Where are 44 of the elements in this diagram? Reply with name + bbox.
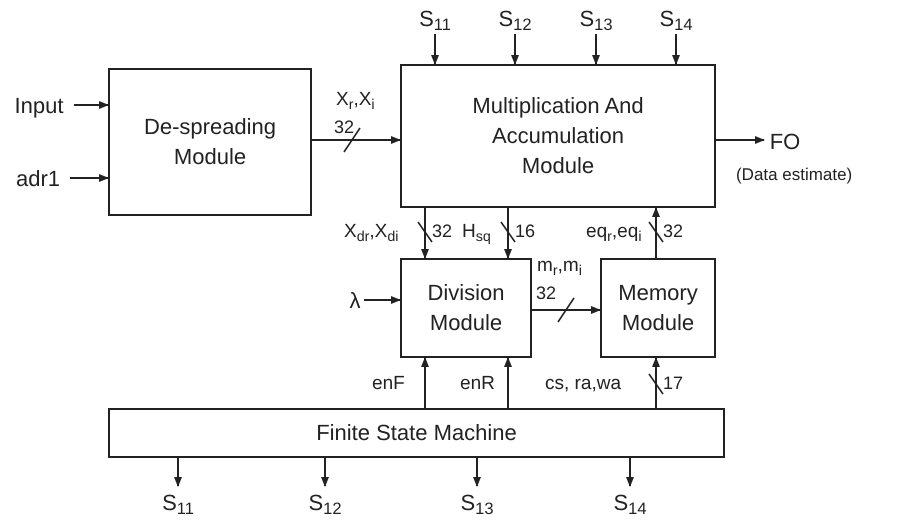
arrow bbox=[321, 458, 329, 487]
input-label: adr1 bbox=[6, 163, 70, 193]
arrow bbox=[532, 306, 601, 314]
arrow bbox=[504, 357, 512, 408]
arrow bbox=[421, 357, 429, 408]
module-box: Multiplication And Accumulation Module bbox=[400, 64, 716, 208]
output-label: FO bbox=[764, 126, 806, 156]
arrow bbox=[652, 357, 660, 408]
arrow bbox=[592, 34, 600, 65]
signal-label: S$_{14}$ bbox=[660, 2, 692, 34]
signal-label: S$_{14}$ bbox=[614, 486, 646, 518]
bus-width-label: 32 bbox=[536, 282, 556, 304]
signal-label: S$_{12}$ bbox=[499, 2, 531, 34]
arrow bbox=[652, 207, 660, 258]
input-label: Input bbox=[4, 90, 74, 120]
arrow bbox=[672, 34, 680, 65]
arrow bbox=[70, 174, 109, 182]
arrow bbox=[716, 136, 765, 144]
arrow bbox=[431, 34, 439, 65]
signal-label: S$_{11}$ bbox=[419, 2, 451, 34]
arrow bbox=[312, 136, 401, 144]
arrow bbox=[626, 458, 634, 487]
arrow bbox=[174, 458, 182, 487]
module-box: Memory Module bbox=[600, 258, 716, 358]
signal-label: S$_{13}$ bbox=[461, 486, 493, 518]
arrow bbox=[421, 208, 429, 259]
bus-width-label: 17 bbox=[663, 372, 684, 394]
arrow bbox=[511, 34, 519, 65]
arrow bbox=[473, 458, 481, 487]
bus-width-label: 32 bbox=[663, 220, 684, 242]
signal-label: S$_{13}$ bbox=[580, 2, 612, 34]
bus-width-label: 16 bbox=[515, 220, 536, 242]
state-machine-box: Finite State Machine bbox=[108, 408, 725, 458]
signal-label: S$_{11}$ bbox=[162, 486, 194, 518]
signal-label: S$_{12}$ bbox=[309, 486, 341, 518]
module-box: Division Module bbox=[400, 258, 532, 358]
input-label: λ bbox=[346, 286, 364, 314]
node-caption: (Data estimate) bbox=[736, 164, 852, 186]
arrow bbox=[504, 208, 512, 259]
arrow bbox=[364, 296, 401, 304]
module-box: De-spreading Module bbox=[108, 68, 312, 216]
bus-width-label: 32 bbox=[432, 220, 452, 242]
bus-width-label: 32 bbox=[334, 116, 354, 138]
arrow bbox=[74, 101, 109, 109]
